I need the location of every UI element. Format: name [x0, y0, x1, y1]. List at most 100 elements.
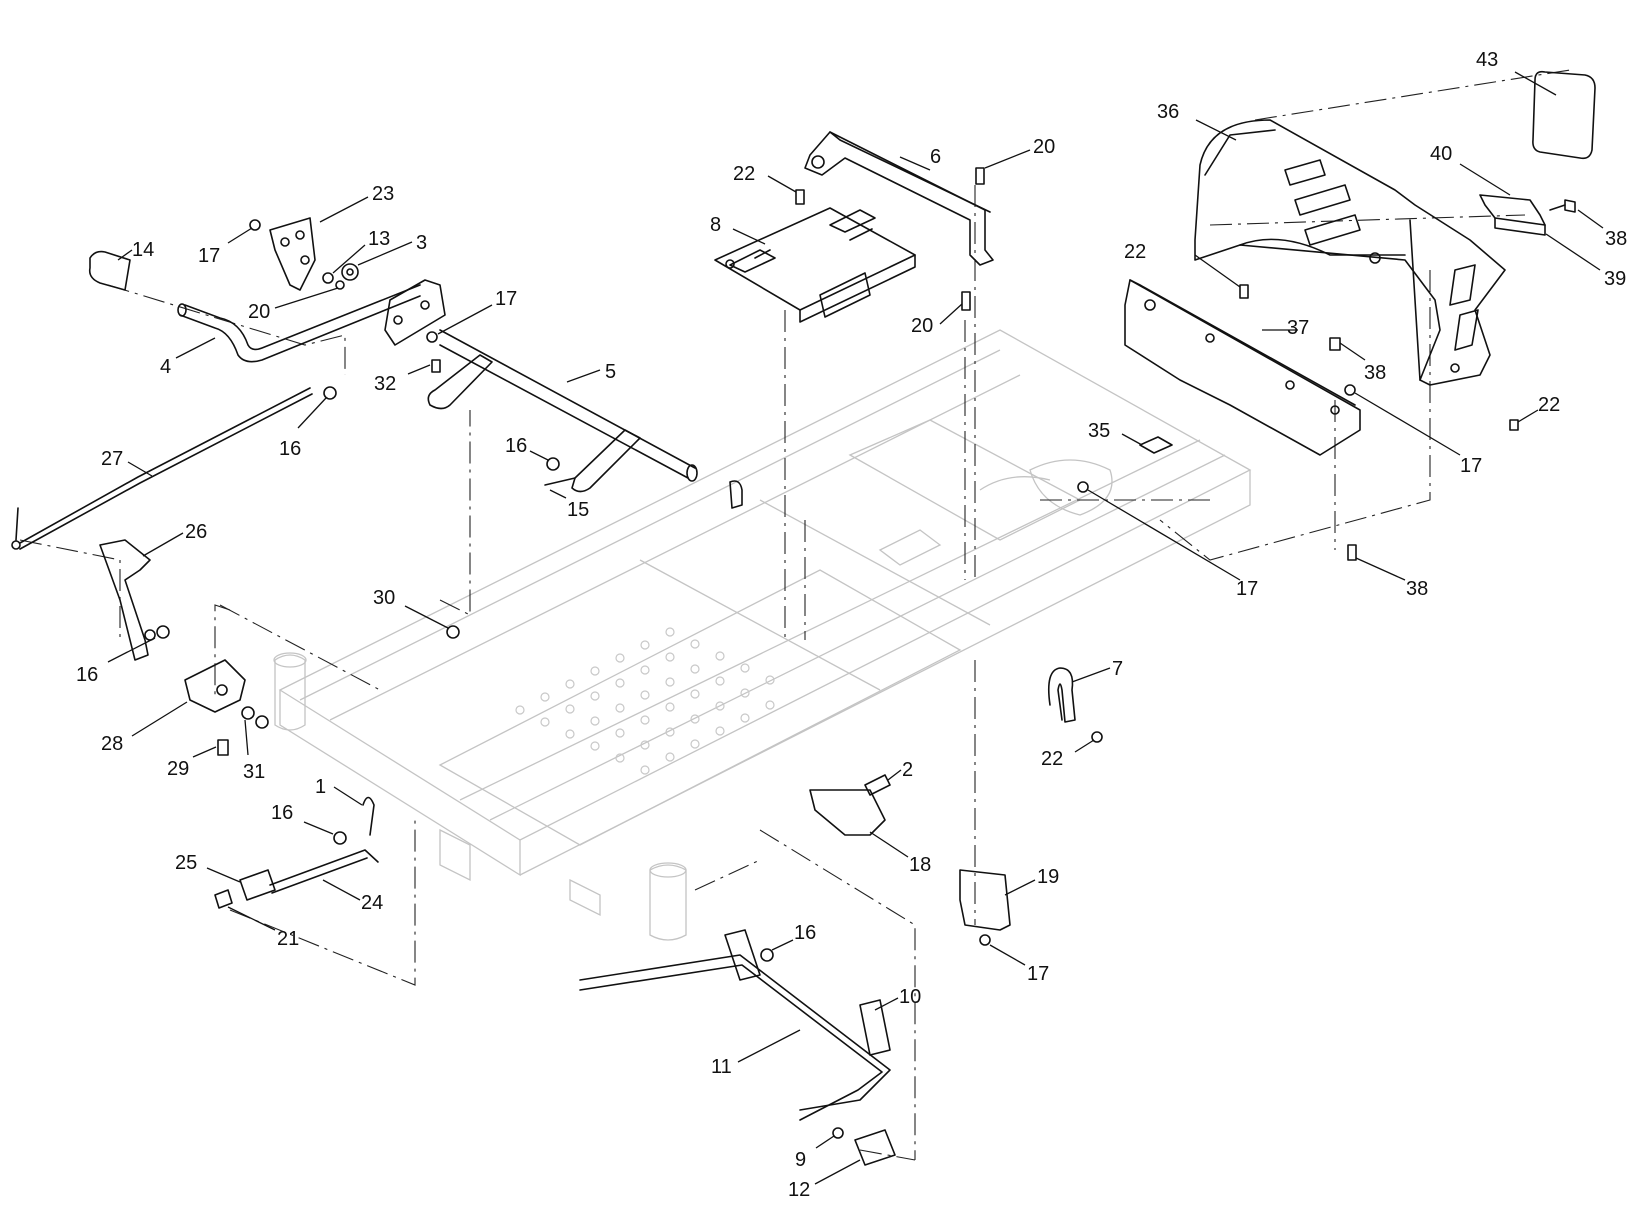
svg-text:22: 22 — [1041, 748, 1063, 770]
svg-text:17: 17 — [198, 245, 220, 267]
callout-16-e: 16 — [771, 922, 816, 951]
part-14-grip — [88, 250, 131, 291]
part-17-nut-center — [1077, 481, 1089, 493]
callout-38-low: 38 — [1355, 557, 1428, 600]
svg-text:5: 5 — [605, 361, 616, 383]
part-18-bracket — [809, 789, 886, 836]
part-20-bolt-b — [961, 291, 971, 311]
callout-14: 14 — [117, 239, 154, 261]
callout-2: 2 — [887, 759, 913, 781]
callout-3: 3 — [357, 232, 427, 266]
part-23-plate — [269, 217, 316, 291]
svg-text:27: 27 — [101, 448, 123, 470]
svg-text:22: 22 — [1124, 241, 1146, 263]
part-31-washer — [241, 706, 269, 729]
svg-text:26: 26 — [185, 521, 207, 543]
callout-22-a: 22 — [733, 163, 797, 193]
svg-text:38: 38 — [1364, 362, 1386, 384]
svg-text:16: 16 — [76, 664, 98, 686]
callout-40: 40 — [1430, 143, 1511, 196]
part-36-rear-shroud — [1194, 119, 1506, 386]
part-24-rod — [269, 849, 379, 894]
callout-25: 25 — [175, 852, 241, 883]
callout-1: 1 — [315, 776, 363, 806]
callout-17-lower: 17 — [989, 944, 1049, 985]
callout-20-top: 20 — [984, 136, 1055, 169]
svg-text:38: 38 — [1406, 578, 1428, 600]
part-5-shaft — [427, 329, 743, 509]
callout-26: 26 — [142, 521, 207, 557]
svg-text:20: 20 — [1033, 136, 1055, 158]
callout-5: 5 — [566, 361, 616, 383]
pivot-bracket — [384, 279, 446, 346]
part-6-upper-bracket — [804, 131, 994, 266]
svg-text:14: 14 — [132, 239, 154, 261]
svg-text:17: 17 — [1460, 455, 1482, 477]
callout-30: 30 — [373, 587, 449, 629]
part-16-washer-a — [546, 457, 560, 471]
callout-19: 19 — [1004, 866, 1059, 896]
part-29-bolt — [217, 739, 229, 756]
callout-17-right: 17 — [1354, 392, 1482, 477]
svg-text:12: 12 — [788, 1179, 810, 1201]
part-4-lever — [177, 284, 421, 363]
svg-text:35: 35 — [1088, 420, 1110, 442]
svg-text:6: 6 — [930, 146, 941, 168]
part-28-bracket — [184, 659, 246, 713]
svg-text:25: 25 — [175, 852, 197, 874]
svg-text:16: 16 — [505, 435, 527, 457]
part-38-bolt-mid — [1329, 337, 1341, 351]
callout-9: 9 — [795, 1135, 835, 1171]
svg-text:13: 13 — [368, 228, 390, 250]
svg-text:2: 2 — [902, 759, 913, 781]
callout-20-left: 20 — [248, 287, 339, 323]
part-19-bracket — [959, 869, 1011, 931]
part-16-washer-c — [156, 625, 170, 639]
part-22-bolt-hook — [1091, 731, 1103, 743]
part-13-washer — [322, 272, 334, 284]
part-43-decal — [1532, 70, 1596, 160]
svg-text:16: 16 — [279, 438, 301, 460]
callout-11: 11 — [711, 1029, 801, 1078]
svg-text:4: 4 — [160, 356, 171, 378]
part-2-bolt — [864, 774, 891, 796]
svg-text:20: 20 — [248, 301, 270, 323]
svg-text:18: 18 — [909, 854, 931, 876]
part-12-knob — [854, 1129, 896, 1166]
part-7-hook — [1047, 667, 1076, 723]
part-38-bolt-low — [1347, 544, 1357, 561]
svg-text:36: 36 — [1157, 101, 1179, 123]
callout-15: 15 — [549, 489, 589, 521]
callout-20-mid: 20 — [911, 303, 963, 337]
callout-31: 31 — [243, 719, 265, 783]
callout-38-top: 38 — [1577, 209, 1627, 250]
callout-22-d: 22 — [1041, 739, 1095, 770]
svg-text:7: 7 — [1112, 658, 1123, 680]
callout-18: 18 — [869, 831, 931, 876]
svg-text:16: 16 — [794, 922, 816, 944]
part-40-bracket — [1479, 194, 1546, 236]
callout-36: 36 — [1157, 101, 1237, 141]
part-20-bolt-top — [975, 167, 985, 185]
part-21-bolt — [214, 889, 233, 909]
phantom-centerlines — [19, 69, 1571, 1161]
part-10-plate — [859, 999, 891, 1056]
svg-text:29: 29 — [167, 758, 189, 780]
svg-text:1: 1 — [315, 776, 326, 798]
part-3-washer — [341, 263, 359, 281]
callout-43: 43 — [1476, 49, 1557, 96]
svg-text:43: 43 — [1476, 49, 1498, 71]
callout-32: 32 — [374, 364, 431, 395]
part-30-nut — [446, 625, 460, 639]
part-35-decal — [1139, 436, 1173, 454]
callout-13: 13 — [332, 228, 390, 274]
callout-17-center: 17 — [1087, 489, 1258, 600]
part-15-pin — [544, 477, 576, 486]
svg-text:8: 8 — [710, 214, 721, 236]
callout-37: 37 — [1262, 317, 1309, 339]
part-37-rear-plate — [1124, 279, 1361, 456]
part-8-plate — [714, 207, 916, 323]
part-9-nut — [832, 1127, 844, 1139]
part-32-bolt — [431, 359, 441, 373]
